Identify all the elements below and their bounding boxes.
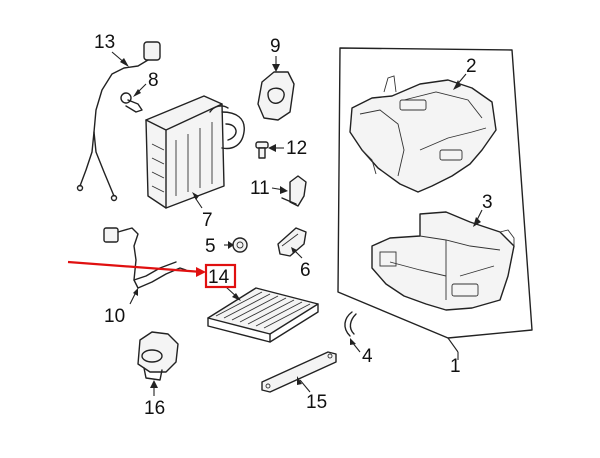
part-3-lower-case [371, 211, 515, 311]
part-8-sensor [120, 92, 143, 113]
callout-3: 3 [482, 192, 493, 213]
callout-2: 2 [466, 56, 477, 77]
part-1-housing-frame [337, 47, 533, 360]
callout-labels: 1 2 3 4 5 6 7 8 9 10 11 12 13 14 15 16 [94, 32, 493, 419]
part-6-connector [277, 227, 307, 257]
part-7-evaporator-core [145, 95, 245, 209]
callout-1: 1 [450, 356, 461, 377]
part-10-harness [103, 227, 187, 289]
part-9-grommet [257, 71, 295, 121]
callout-4: 4 [362, 346, 373, 367]
leader-lines [111, 51, 483, 396]
callout-14: 14 [208, 267, 230, 288]
callout-15: 15 [306, 392, 327, 413]
callout-5: 5 [205, 236, 216, 257]
part-4-seal [344, 311, 357, 337]
highlight-box-part-14 [204, 263, 237, 289]
callout-16: 16 [144, 398, 165, 419]
callout-9: 9 [270, 36, 281, 57]
highlight-pointer-part-14 [67, 260, 237, 289]
part-14-cabin-filter [207, 287, 319, 343]
callout-13: 13 [94, 32, 115, 53]
part-12-bolt [255, 141, 269, 159]
part-11-clip [281, 175, 307, 207]
callout-12: 12 [286, 138, 307, 159]
callout-8: 8 [148, 70, 159, 91]
callout-7: 7 [202, 210, 213, 231]
part-13-wire-harness [76, 41, 161, 202]
callout-6: 6 [300, 260, 311, 281]
callout-10: 10 [104, 306, 125, 327]
part-2-upper-case [349, 75, 497, 193]
callout-11: 11 [250, 178, 270, 199]
part-5-screw [232, 237, 248, 253]
part-15-bracket [261, 351, 337, 393]
part-16-blower-motor [137, 331, 179, 381]
